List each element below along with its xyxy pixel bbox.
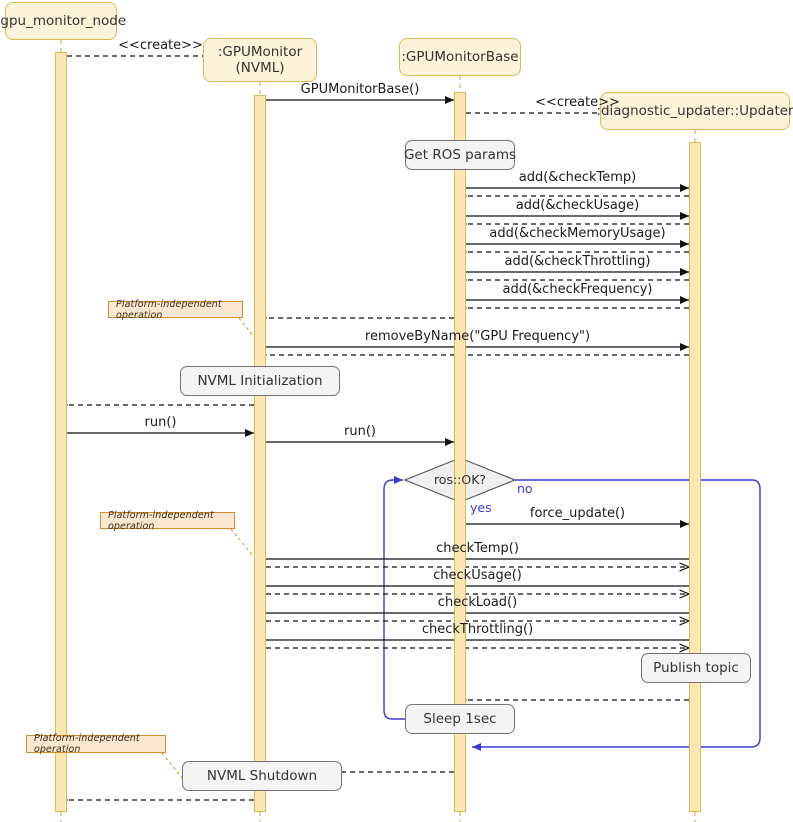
- note-connector-3: [161, 752, 183, 779]
- activation-updater-1: [689, 142, 701, 812]
- process-box-label: Sleep 1sec: [423, 711, 497, 727]
- lifeline-head-gpu-monitor-node[interactable]: :gpu_monitor_node: [0, 2, 126, 40]
- branch-label-no: no: [517, 481, 533, 496]
- branch-label-yes: yes: [470, 500, 492, 515]
- decision-text: ros::OK?: [433, 472, 487, 487]
- message-label-m10: add(&checkThrottling): [504, 254, 651, 269]
- lifeline-label-monitor-line2: (NVML): [235, 60, 285, 76]
- note-platform-independent-3[interactable]: Platform-independent operation: [26, 733, 166, 755]
- message-label-m23: checkUsage(): [433, 568, 522, 583]
- note-platform-independent-1[interactable]: Platform-independent operation: [108, 298, 243, 321]
- message-label-m3: <<create>>: [535, 95, 620, 110]
- process-box-publish-topic[interactable]: Publish topic: [641, 653, 751, 683]
- message-label-m2: GPUMonitorBase(): [300, 82, 420, 97]
- activation-base-1: [454, 92, 466, 812]
- message-label-m12: add(&checkFrequency): [502, 282, 653, 297]
- process-box-label: Get ROS params: [403, 147, 517, 163]
- lifeline-head-gpumonitor-nvml[interactable]: :GPUMonitor (NVML): [203, 38, 317, 82]
- process-box-nvml-shutdown[interactable]: NVML Shutdown: [182, 761, 342, 791]
- message-label-m27: checkThrottling(): [421, 622, 534, 637]
- note-text: Platform-independent operation: [116, 298, 222, 321]
- message-label-m6: add(&checkUsage): [515, 198, 640, 213]
- activation-monitor-1: [254, 95, 266, 812]
- process-box-label: NVML Initialization: [197, 373, 323, 389]
- ros-ok-loop-path: [383, 476, 761, 751]
- message-label-m25: checkLoad(): [437, 595, 518, 610]
- lifeline-label-base: :GPUMonitorBase: [401, 49, 519, 65]
- process-box-sleep-1sec[interactable]: Sleep 1sec: [405, 704, 515, 734]
- message-label-m19: run(): [344, 424, 376, 439]
- message-label-m20: force_update(): [529, 506, 626, 521]
- activation-node-1: [55, 52, 67, 812]
- process-box-get-ros-params[interactable]: Get ROS params: [403, 140, 517, 170]
- message-label-m15: removeByName("GPU Frequency"): [364, 329, 591, 344]
- note-text: Platform-independent operation: [108, 509, 214, 532]
- message-label-m18: run(): [144, 415, 177, 430]
- message-label-m4: add(&checkTemp): [518, 170, 637, 185]
- message-label-m8: add(&checkMemoryUsage): [489, 226, 666, 241]
- note-text: Platform-independent operation: [34, 733, 140, 755]
- lifeline-label-updater: :diagnostic_updater::Updater: [596, 103, 793, 119]
- lifeline-stems: [60, 40, 696, 822]
- lifeline-label-monitor-line1: :GPUMonitor: [217, 44, 303, 60]
- process-box-label: Publish topic: [653, 660, 739, 676]
- lifeline-head-gpumonitorbase[interactable]: :GPUMonitorBase: [399, 38, 521, 76]
- decision-label-ros-ok: ros::OK?: [434, 472, 486, 487]
- process-box-label: NVML Shutdown: [206, 768, 318, 784]
- message-label-m21: checkTemp(): [436, 541, 519, 556]
- lifeline-head-diagnostic-updater[interactable]: :diagnostic_updater::Updater: [596, 92, 793, 130]
- note-connector-2: [230, 528, 254, 557]
- message-label-m1: <<create>>: [118, 38, 203, 53]
- note-platform-independent-2[interactable]: Platform-independent operation: [100, 509, 235, 532]
- lifeline-label-node: :gpu_monitor_node: [0, 13, 127, 29]
- process-box-nvml-initialization[interactable]: NVML Initialization: [180, 366, 340, 396]
